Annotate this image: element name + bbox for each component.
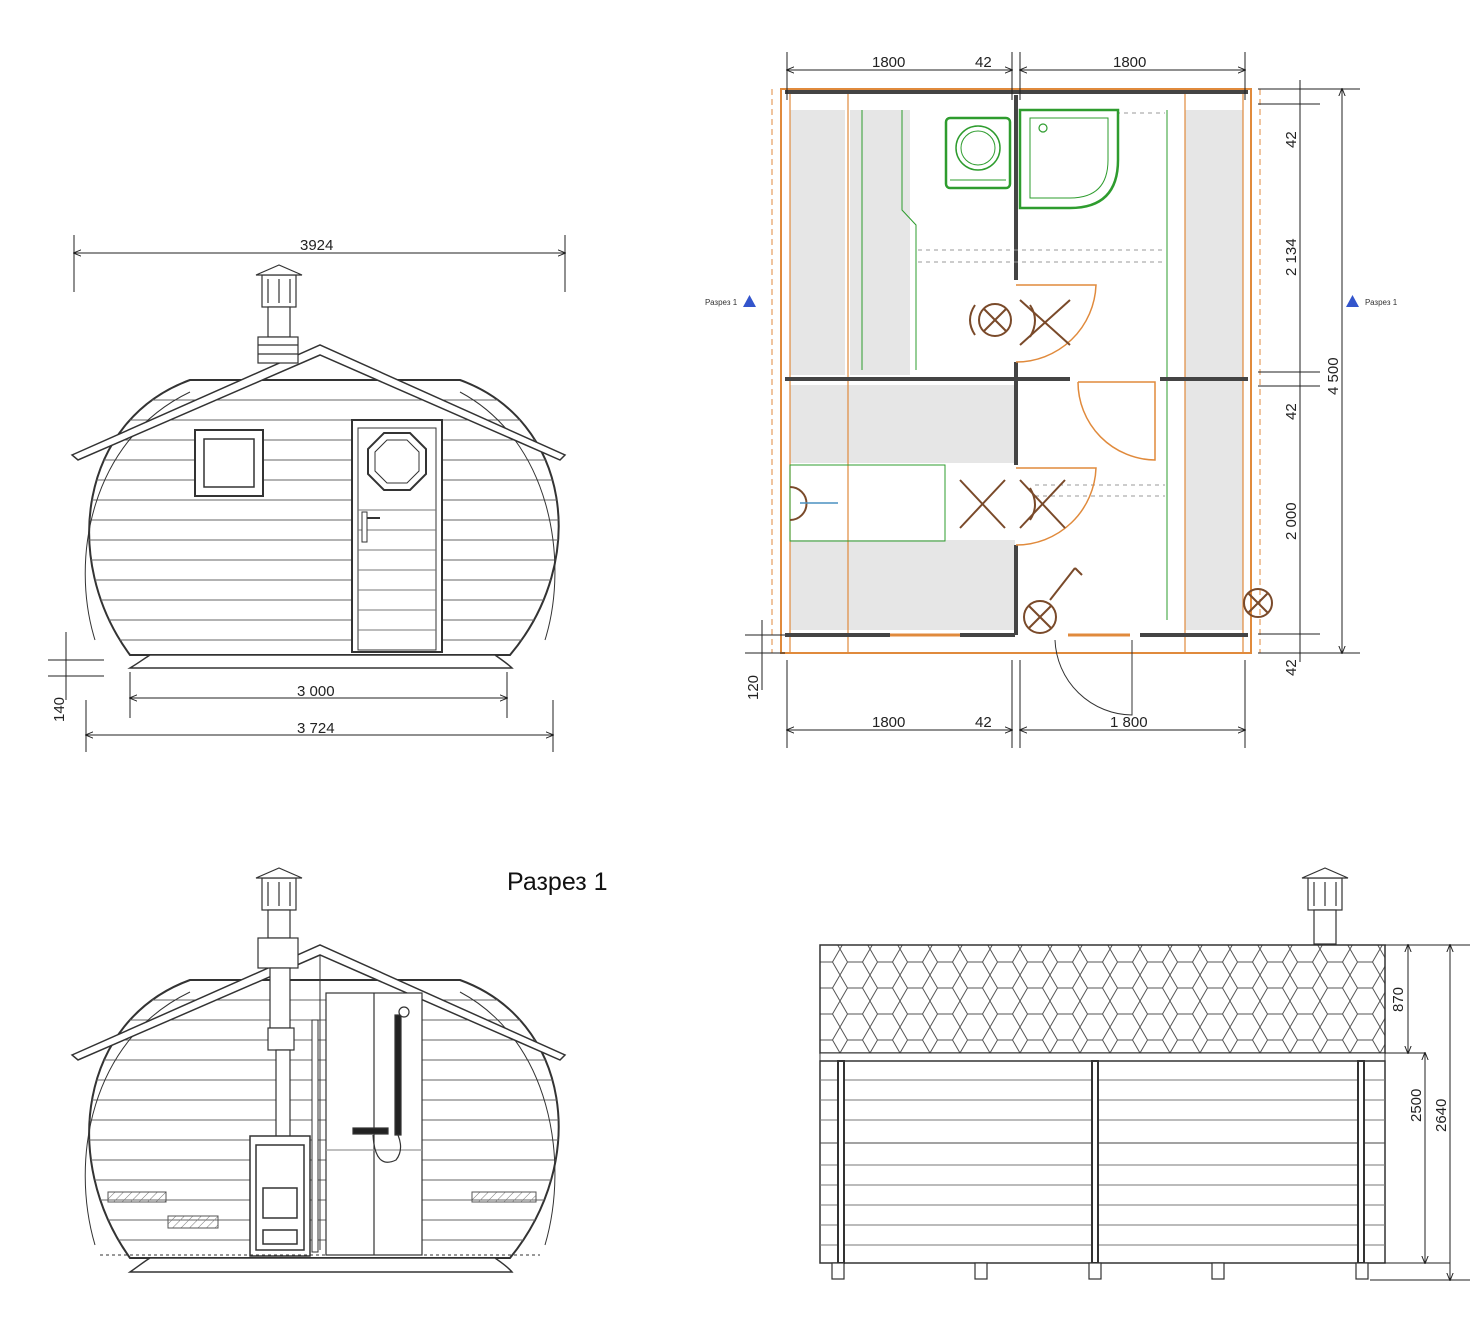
dim-plan-top-left: 1800 (872, 54, 905, 71)
dim-plan-right-4: 2 000 (1283, 502, 1300, 540)
section-mark-left: Разрез 1 (705, 298, 738, 307)
front-base (127, 654, 514, 669)
dim-plan-bottom-left: 1800 (872, 714, 905, 731)
front-siding-boards (89, 399, 559, 641)
front-door (351, 419, 443, 653)
dim-front-total: 3 724 (297, 720, 335, 737)
dim-side-roof: 870 (1390, 987, 1407, 1012)
plan-walls (785, 90, 1248, 637)
side-wall (819, 1060, 1386, 1264)
dim-side-total: 2640 (1433, 1099, 1450, 1132)
dim-front-width-top: 3924 (300, 237, 333, 254)
dim-front-foot: 140 (51, 697, 68, 722)
side-chimney (1301, 867, 1349, 945)
section-marker-right-icon (1346, 295, 1359, 307)
front-chimney (255, 264, 303, 364)
plan-dimensions (745, 52, 1360, 748)
side-dimensions (1370, 945, 1470, 1280)
dim-plan-top-mid: 42 (975, 54, 992, 71)
dim-plan-right-5: 42 (1283, 659, 1300, 676)
plan-shower-tray (1018, 108, 1120, 210)
dim-plan-top-right: 1800 (1113, 54, 1146, 71)
section-benches (107, 1191, 537, 1229)
dim-plan-right-3: 42 (1283, 403, 1300, 420)
section-stove (249, 1135, 311, 1257)
side-elevation: 870 2500 2640 (819, 867, 1470, 1280)
dim-plan-right-2: 2 134 (1283, 238, 1300, 276)
dim-plan-right-1: 42 (1283, 131, 1300, 148)
front-elevation: 3924 3 000 3 724 140 (48, 235, 567, 752)
plan-floor-zones (790, 110, 1243, 630)
side-feet (831, 1262, 1369, 1280)
section-roof (70, 944, 567, 1061)
plan-stove (944, 116, 1012, 190)
door-handle (361, 511, 368, 543)
section-mark-right: Разрез 1 (1365, 298, 1398, 307)
dim-side-wall: 2500 (1408, 1089, 1425, 1122)
section-chimney (255, 867, 303, 1141)
front-window (194, 429, 264, 497)
plan-doors (890, 284, 1156, 637)
side-roof-shingles (819, 944, 1386, 1054)
front-roof (70, 344, 567, 461)
front-dimensions (48, 235, 565, 752)
section-marker-left-icon (743, 295, 756, 307)
dim-plan-total-height: 4 500 (1325, 357, 1342, 395)
dim-plan-bottom-mid: 42 (975, 714, 992, 731)
plan-fixtures (789, 299, 1273, 634)
dim-plan-left-bottom: 120 (745, 675, 762, 700)
section-title: Разрез 1 (507, 868, 608, 896)
section-barrel-outline (88, 979, 560, 1259)
dim-plan-bottom-right: 1 800 (1110, 714, 1148, 731)
side-wall-boards (820, 1079, 1385, 1246)
dim-front-base: 3 000 (297, 683, 335, 700)
floor-plan: Разрез 1 Разрез 1 (705, 52, 1398, 748)
section-shower (325, 992, 423, 1256)
section-view: Разрез 1 (70, 867, 608, 1273)
